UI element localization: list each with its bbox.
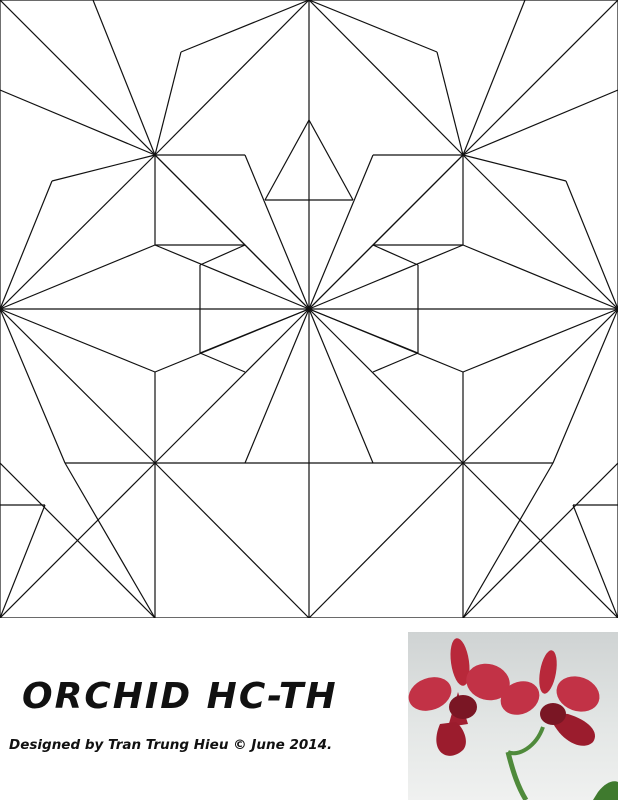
- crease-line: [565, 180, 618, 310]
- crease-line: [308, 244, 464, 310]
- crease-line: [0, 308, 156, 373]
- crease-line: [572, 504, 618, 618]
- crease-line: [0, 308, 66, 464]
- crease-line: [308, 308, 374, 464]
- crease-line: [0, 244, 156, 310]
- crease-line: [199, 308, 310, 354]
- crease-line: [308, 154, 464, 310]
- right-flower-icon: [500, 650, 600, 746]
- crease-line: [0, 462, 156, 618]
- orchid-photo: [408, 632, 618, 802]
- crease-line: [244, 308, 310, 464]
- crease-line: [462, 462, 618, 618]
- crease-line: [462, 89, 618, 156]
- crease-line: [436, 51, 464, 156]
- crease-line: [462, 244, 618, 310]
- crease-line: [0, 180, 53, 310]
- crease-line: [308, 154, 374, 310]
- crease-line: [308, 308, 419, 354]
- crease-line: [154, 154, 310, 310]
- crease-line: [462, 154, 618, 310]
- designer-credit: Designed by Tran Trung Hieu © June 2014.: [9, 737, 333, 753]
- crease-line: [64, 462, 156, 618]
- crease-line: [552, 308, 618, 464]
- crease-line: [308, 0, 438, 53]
- crease-line: [154, 308, 310, 464]
- crease-line: [154, 51, 182, 156]
- crease-line: [244, 154, 310, 310]
- crease-line: [264, 119, 310, 201]
- crease-line: [0, 89, 156, 156]
- crease-line: [154, 462, 310, 618]
- crease-line: [0, 154, 156, 310]
- crease-line: [0, 308, 156, 464]
- crease-line: [199, 244, 246, 266]
- crease-line: [462, 308, 618, 464]
- crease-line: [51, 154, 156, 182]
- crease-pattern: [0, 0, 618, 618]
- crease-line: [308, 462, 464, 618]
- crease-line: [180, 0, 310, 53]
- stem-icon: [505, 726, 618, 802]
- crease-line: [154, 0, 310, 156]
- crease-line: [462, 308, 618, 373]
- crease-line: [154, 244, 310, 310]
- crease-line: [0, 504, 46, 618]
- left-flower-icon: [408, 638, 510, 756]
- crease-line: [462, 462, 554, 618]
- crease-line: [372, 352, 419, 373]
- model-title: ORCHID HC-TH: [22, 676, 338, 717]
- crease-line: [308, 308, 464, 464]
- crease-line: [462, 0, 526, 156]
- crease-line: [308, 0, 464, 156]
- crease-line: [372, 244, 419, 266]
- crease-line: [462, 154, 567, 182]
- crease-line: [92, 0, 156, 156]
- crease-line: [199, 352, 246, 373]
- crease-line: [308, 119, 354, 201]
